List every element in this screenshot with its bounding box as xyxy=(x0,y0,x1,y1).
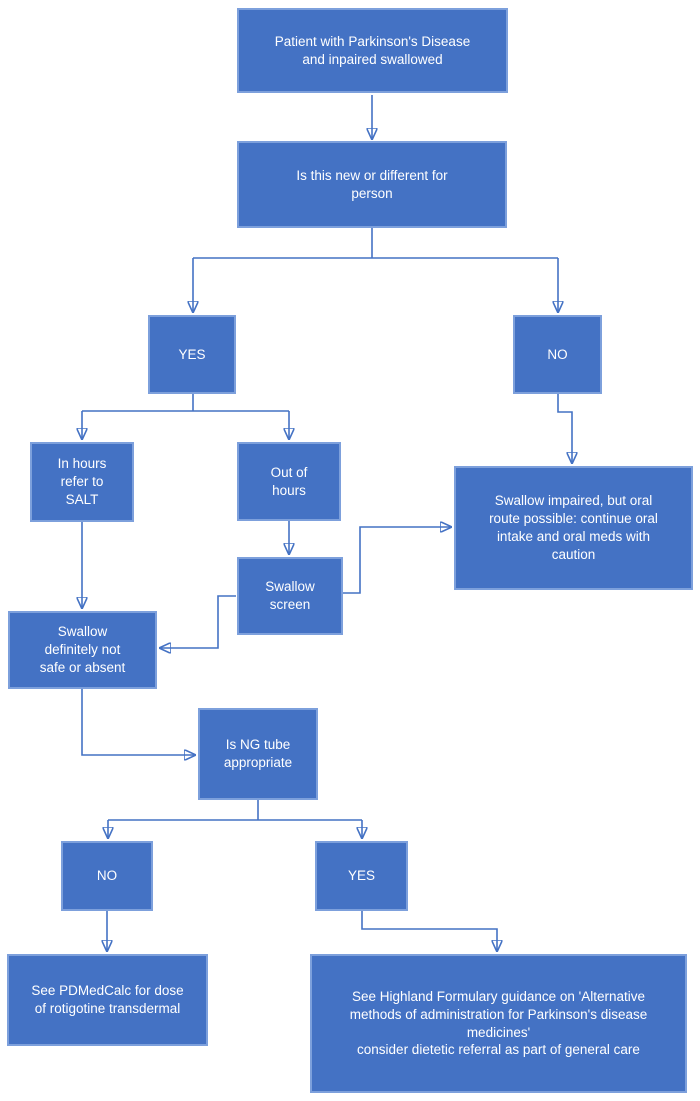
node-swallow-not-safe-label: Swallow definitely not safe or absent xyxy=(39,624,126,675)
node-patient-label: Patient with Parkinson's Disease and inp… xyxy=(274,33,471,67)
node-in-hours: In hours refer to SALT xyxy=(30,442,134,522)
node-no-1: NO xyxy=(513,315,602,394)
edge-no1-to-impaired xyxy=(557,394,572,463)
node-swallow-impaired-oral: Swallow impaired, but oral route possibl… xyxy=(454,466,693,590)
node-new-or-different: Is this new or different for person xyxy=(237,141,507,228)
node-pdmedcalc: See PDMedCalc for dose of rotigotine tra… xyxy=(7,954,208,1046)
node-yes-2: YES xyxy=(315,841,408,911)
node-yes-1-label: YES xyxy=(178,346,206,362)
node-swallow-not-safe: Swallow definitely not safe or absent xyxy=(8,611,157,689)
node-yes-1: YES xyxy=(148,315,236,394)
node-swallow-screen-label: Swallow screen xyxy=(265,579,315,612)
node-out-of-hours-label: Out of hours xyxy=(270,464,308,498)
node-new-or-different-label: Is this new or different for person xyxy=(296,167,448,201)
node-swallow-impaired-oral-label: Swallow impaired, but oral route possibl… xyxy=(489,493,658,562)
node-in-hours-label: In hours refer to SALT xyxy=(57,456,107,507)
node-pdmedcalc-label: See PDMedCalc for dose of rotigotine tra… xyxy=(31,983,184,1016)
node-yes-2-label: YES xyxy=(347,868,375,884)
edge-screen-to-impaired xyxy=(343,527,451,594)
node-patient: Patient with Parkinson's Disease and inp… xyxy=(237,8,508,93)
node-no-2-label: NO xyxy=(96,868,118,884)
node-ng-tube: Is NG tube appropriate xyxy=(198,708,318,800)
node-highland-label: See Highland Formulary guidance on 'Alte… xyxy=(349,988,648,1058)
edge-screen-to-notsafe xyxy=(160,595,236,648)
edge-yes2-to-highland xyxy=(361,911,497,951)
node-out-of-hours: Out of hours xyxy=(237,442,341,521)
node-ng-tube-label: Is NG tube appropriate xyxy=(223,737,293,770)
edge-notsafe-to-ngtube xyxy=(81,689,195,755)
node-highland: See Highland Formulary guidance on 'Alte… xyxy=(310,954,687,1093)
node-no-2: NO xyxy=(61,841,153,911)
node-no-1-label: NO xyxy=(547,346,568,362)
node-swallow-screen: Swallow screen xyxy=(237,557,343,635)
